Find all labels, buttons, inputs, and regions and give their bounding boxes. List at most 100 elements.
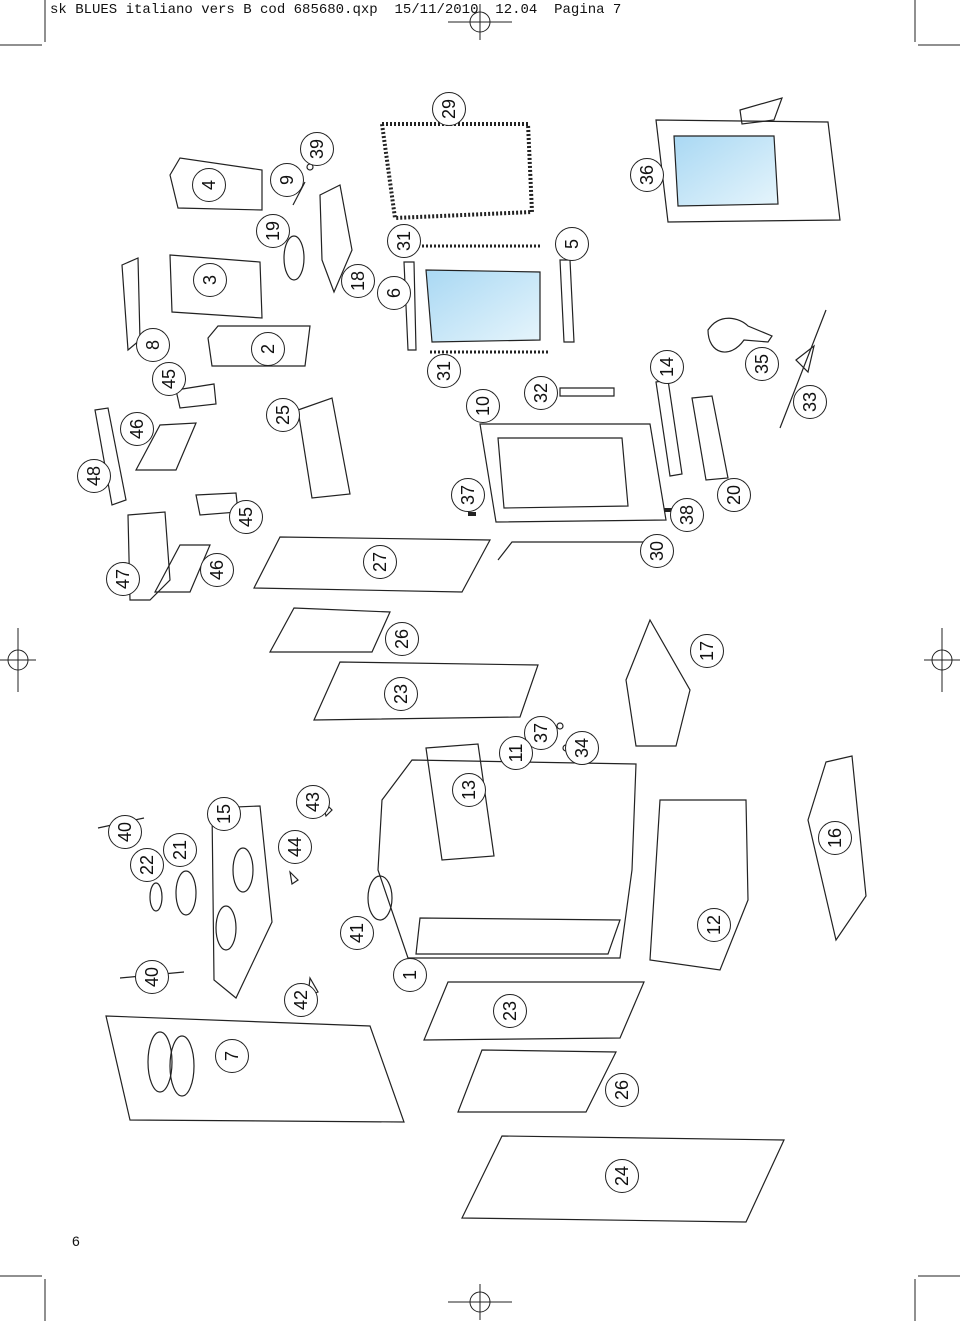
callout-35: 35 <box>745 347 779 381</box>
callout-46b: 46 <box>200 553 234 587</box>
callout-43: 43 <box>296 785 330 819</box>
callout-12: 12 <box>697 908 731 942</box>
rail-part-14 <box>655 379 683 477</box>
mitt-part-35 <box>707 317 773 353</box>
cooktop-part-15 <box>211 805 273 999</box>
callout-30: 30 <box>640 534 674 568</box>
clip-part-44 <box>289 870 299 886</box>
callout-39: 39 <box>300 132 334 166</box>
callout-4: 4 <box>192 168 226 202</box>
block-part-45a <box>175 383 217 409</box>
callout-8: 8 <box>136 328 170 362</box>
deflector-part-26b <box>457 1049 617 1113</box>
screw-part-37b <box>556 722 564 730</box>
flue-part-41 <box>367 875 393 921</box>
callout-23b: 23 <box>493 994 527 1028</box>
plate-part-24 <box>461 1135 785 1223</box>
callout-11: 11 <box>499 736 533 770</box>
callout-10: 10 <box>466 389 500 423</box>
callout-40a: 40 <box>108 815 142 849</box>
panel-part-4 <box>169 157 263 211</box>
spring-part-33 <box>795 344 815 374</box>
bar-part-6 <box>403 261 417 351</box>
callout-38: 38 <box>670 498 704 532</box>
callout-37a: 37 <box>451 478 485 512</box>
callout-6: 6 <box>377 276 411 310</box>
header-date: 15/11/2010 <box>394 2 479 18</box>
callout-25: 25 <box>266 398 300 432</box>
callout-44: 44 <box>278 830 312 864</box>
gasket-part-29 <box>379 122 535 221</box>
callout-32: 32 <box>524 376 558 410</box>
callout-29: 29 <box>432 92 466 126</box>
callout-21: 21 <box>163 833 197 867</box>
callout-45b: 45 <box>229 500 263 534</box>
hob-ring-part-15a <box>232 847 254 893</box>
callout-9: 9 <box>270 163 304 197</box>
callout-26a: 26 <box>385 622 419 656</box>
handle-part-36 <box>739 97 783 125</box>
grate-part-23b <box>423 981 645 1041</box>
side-panel-part-7 <box>105 1015 405 1123</box>
tool-part-33 <box>779 309 827 429</box>
callout-26b: 26 <box>605 1073 639 1107</box>
callout-16: 16 <box>818 821 852 855</box>
frame-part-16 <box>807 755 867 942</box>
callout-24: 24 <box>605 1159 639 1193</box>
grate-part-23a <box>313 661 539 721</box>
vent-part-7a <box>147 1031 173 1093</box>
callout-42: 42 <box>284 983 318 1017</box>
panel-part-13 <box>425 743 495 861</box>
door-part-36 <box>655 119 841 223</box>
callout-36: 36 <box>630 158 664 192</box>
header-page: Pagina 7 <box>554 2 622 18</box>
callout-48: 48 <box>77 459 111 493</box>
callout-47: 47 <box>106 562 140 596</box>
vent-part-7b <box>169 1035 195 1097</box>
callout-45a: 45 <box>152 362 186 396</box>
callout-41: 41 <box>340 916 374 950</box>
callout-19: 19 <box>256 214 290 248</box>
plate-part-25 <box>297 397 351 499</box>
box-part-17 <box>625 618 691 747</box>
bracket-part-46a <box>135 422 197 471</box>
disc-part-22 <box>149 882 163 912</box>
panel-part-2 <box>207 325 311 367</box>
callout-5: 5 <box>555 227 589 261</box>
body-part-1 <box>377 759 637 959</box>
page-number: 6 <box>72 1233 80 1249</box>
callout-22: 22 <box>130 848 164 882</box>
bar-part-5 <box>559 259 575 343</box>
panel-part-3 <box>169 254 263 319</box>
callout-23a: 23 <box>384 677 418 711</box>
door-window-part-36 <box>673 135 779 207</box>
bracket-part-46b <box>154 544 211 593</box>
hob-ring-part-15b <box>215 905 237 951</box>
callout-13: 13 <box>452 773 486 807</box>
header-time: 12.04 <box>495 2 538 18</box>
ring-part-21 <box>175 870 197 916</box>
rail-part-20 <box>691 395 729 481</box>
callout-40b: 40 <box>135 960 169 994</box>
callout-1: 1 <box>393 958 427 992</box>
callout-7: 7 <box>215 1039 249 1073</box>
callout-2: 2 <box>251 332 285 366</box>
rod-part-9 <box>292 181 306 206</box>
glass-panel <box>425 269 541 343</box>
callout-15: 15 <box>207 797 241 831</box>
callout-33: 33 <box>793 385 827 419</box>
callout-17: 17 <box>690 634 724 668</box>
callout-46a: 46 <box>120 412 154 446</box>
callout-14: 14 <box>650 350 684 384</box>
door-window-part-10 <box>497 437 629 509</box>
callout-34: 34 <box>565 731 599 765</box>
callout-31b: 31 <box>427 354 461 388</box>
hinge-part-32 <box>559 387 615 397</box>
callout-27: 27 <box>363 545 397 579</box>
shelf-part-27 <box>253 536 491 593</box>
leader-part-30 <box>497 541 662 561</box>
deflector-part-26a <box>268 607 391 653</box>
callout-3: 3 <box>193 263 227 297</box>
